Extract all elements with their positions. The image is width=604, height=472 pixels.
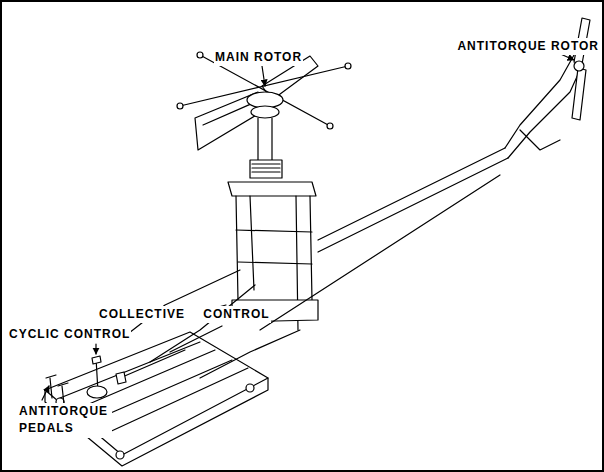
antitorque-pedals <box>46 375 68 404</box>
control-linkage <box>120 270 300 378</box>
part-label: CYCLIC CONTROL <box>8 326 131 343</box>
part-label: ANTITORQUE PEDALS <box>18 403 112 438</box>
main-rotor <box>177 52 351 160</box>
cockpit-floor <box>45 332 268 466</box>
cyclic-stick <box>87 356 107 398</box>
part-label: COLLECTIVE CONTROL <box>98 306 271 323</box>
part-label: ANTITORQUE ROTOR <box>456 38 600 55</box>
part-label: MAIN ROTOR <box>214 49 303 66</box>
tail-boom <box>260 55 580 330</box>
collective-lever <box>116 350 185 384</box>
leader-lines <box>42 52 574 400</box>
antitorque-rotor <box>572 18 590 120</box>
transmission <box>228 160 318 330</box>
